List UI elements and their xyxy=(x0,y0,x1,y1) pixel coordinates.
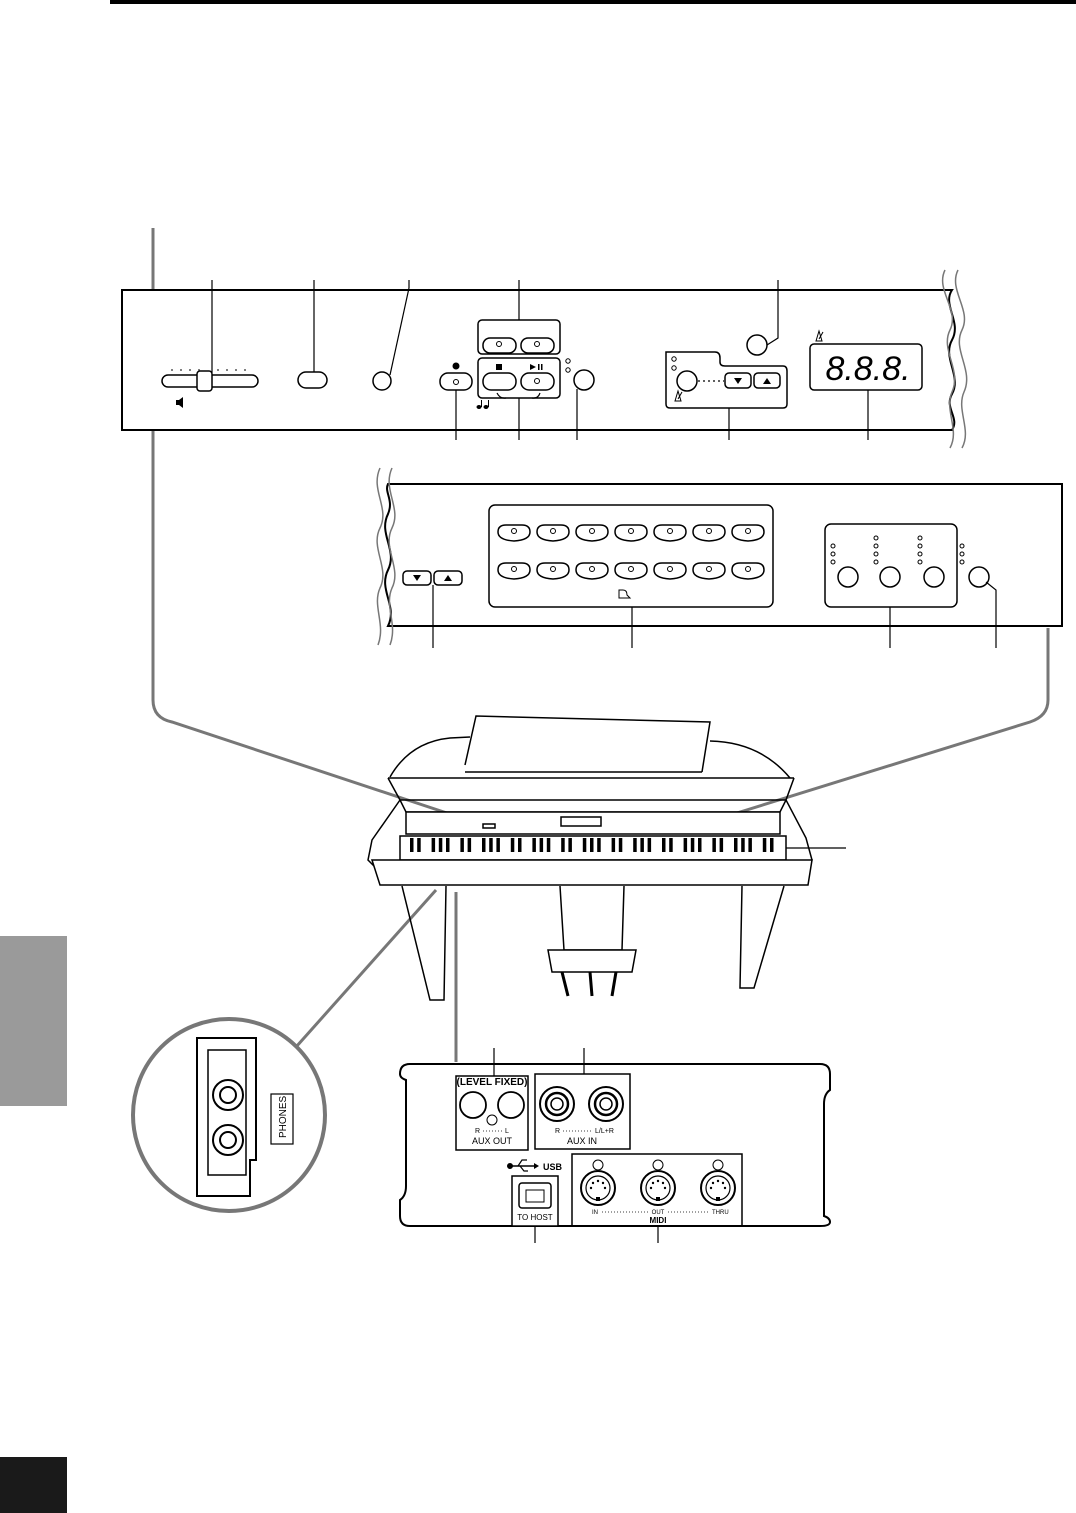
section-tab xyxy=(0,936,67,1106)
phones-detail: PHONES xyxy=(131,1017,327,1213)
round-button[interactable] xyxy=(372,371,392,391)
aux-out-group xyxy=(455,1075,529,1151)
function-button[interactable] xyxy=(746,334,768,356)
voice-buttons xyxy=(497,524,765,580)
usb-label: USB xyxy=(543,1162,563,1172)
voice-button[interactable] xyxy=(692,562,726,580)
display-readout: 8.8.8. xyxy=(825,350,910,388)
reverb-button[interactable] xyxy=(837,566,859,588)
voice-button[interactable] xyxy=(575,524,609,542)
ground-screw xyxy=(486,1114,498,1126)
aux-out-l-label: L xyxy=(505,1128,509,1135)
midi-port[interactable] xyxy=(580,1159,616,1206)
usb-icon xyxy=(507,1159,539,1172)
speaker-icon xyxy=(176,397,183,408)
voice-button-group xyxy=(488,504,774,608)
tempo-button-group xyxy=(665,351,788,409)
top-rule xyxy=(110,0,1076,4)
midi-label: MIDI xyxy=(650,1216,667,1225)
tempo-down-button[interactable] xyxy=(724,372,752,389)
play-pause-button[interactable] xyxy=(520,372,555,391)
leader-lines xyxy=(432,581,997,648)
demo-button[interactable] xyxy=(297,371,328,389)
usb-to-host-port[interactable] xyxy=(511,1175,559,1227)
level-fixed-label: (LEVEL FIXED) xyxy=(457,1077,528,1088)
phones-label: PHONES xyxy=(278,1095,289,1138)
voice-button[interactable] xyxy=(653,524,687,542)
grand-piano-illustration xyxy=(367,715,813,1001)
voice-button[interactable] xyxy=(731,562,765,580)
function-button[interactable] xyxy=(573,369,595,391)
metronome-button[interactable] xyxy=(676,370,698,392)
voice-button[interactable] xyxy=(497,524,531,542)
aux-in-llr-jack[interactable] xyxy=(588,1086,624,1122)
leader-lines xyxy=(493,1048,659,1243)
voice-button[interactable] xyxy=(575,562,609,580)
led-indicator xyxy=(671,356,677,371)
aux-in-label: AUX IN xyxy=(567,1136,597,1146)
aux-out-r-jack[interactable] xyxy=(459,1091,487,1119)
metronome-icon xyxy=(674,389,683,402)
tempo-up-button[interactable] xyxy=(753,372,781,389)
voice-button[interactable] xyxy=(536,524,570,542)
phones-jack-1[interactable] xyxy=(212,1079,244,1111)
rear-connector-panel: (LEVEL FIXED) R L AUX OUT R L/L+R AUX IN xyxy=(398,1063,832,1227)
leader-lines xyxy=(211,280,869,440)
aux-out-r-label: R xyxy=(475,1128,480,1135)
aux-out-l-jack[interactable] xyxy=(497,1091,525,1119)
midi-thru-label: THRU xyxy=(712,1210,729,1216)
effect-button-group xyxy=(824,523,958,608)
fast-forward-bracket xyxy=(531,392,541,399)
to-host-label: TO HOST xyxy=(517,1213,553,1222)
led-indicator-group xyxy=(830,535,965,565)
song-down-button[interactable] xyxy=(402,570,432,586)
midi-ports xyxy=(580,1159,736,1206)
midi-group xyxy=(571,1153,743,1227)
voice-button[interactable] xyxy=(536,562,570,580)
piano-button xyxy=(482,823,496,829)
metronome-icon xyxy=(815,329,824,342)
voice-button[interactable] xyxy=(692,524,726,542)
touch-button[interactable] xyxy=(923,566,945,588)
voice-panel xyxy=(376,467,1063,646)
voice-button[interactable] xyxy=(731,524,765,542)
track-1-button[interactable] xyxy=(482,337,517,354)
midi-out-label: OUT xyxy=(652,1210,665,1216)
phones-jack-2[interactable] xyxy=(212,1124,244,1156)
voice-button[interactable] xyxy=(614,562,648,580)
led-indicator xyxy=(565,358,571,373)
led-display xyxy=(809,343,923,391)
aux-in-group xyxy=(534,1073,631,1150)
page-number-block xyxy=(0,1457,67,1513)
stop-button[interactable] xyxy=(482,372,517,391)
piano-icon xyxy=(618,589,632,599)
aux-in-llr-label: L/L+R xyxy=(595,1128,614,1135)
track-2-button[interactable] xyxy=(520,337,555,354)
callout-lines xyxy=(151,228,1050,1062)
aux-out-label: AUX OUT xyxy=(472,1136,513,1146)
effect-button[interactable] xyxy=(879,566,901,588)
top-panel: 8.8.8. xyxy=(121,269,968,449)
voice-button[interactable] xyxy=(653,562,687,580)
piano-black-keys xyxy=(410,838,774,852)
aux-in-r-label: R xyxy=(555,1128,560,1135)
rewind-bracket xyxy=(496,392,507,399)
song-up-button[interactable] xyxy=(433,570,463,586)
master-volume-slider[interactable] xyxy=(161,369,259,392)
midi-in-label: IN xyxy=(592,1210,598,1216)
split-button[interactable] xyxy=(968,566,990,588)
play-pause-icon xyxy=(530,364,543,370)
aux-in-r-jack[interactable] xyxy=(539,1086,575,1122)
midi-port[interactable] xyxy=(700,1159,736,1206)
voice-button[interactable] xyxy=(497,562,531,580)
midi-port[interactable] xyxy=(640,1159,676,1206)
piano-display xyxy=(560,816,602,827)
record-icon xyxy=(452,362,460,370)
record-button[interactable] xyxy=(439,372,473,391)
voice-button[interactable] xyxy=(614,524,648,542)
stop-icon xyxy=(496,364,502,370)
note-icon xyxy=(476,400,489,409)
